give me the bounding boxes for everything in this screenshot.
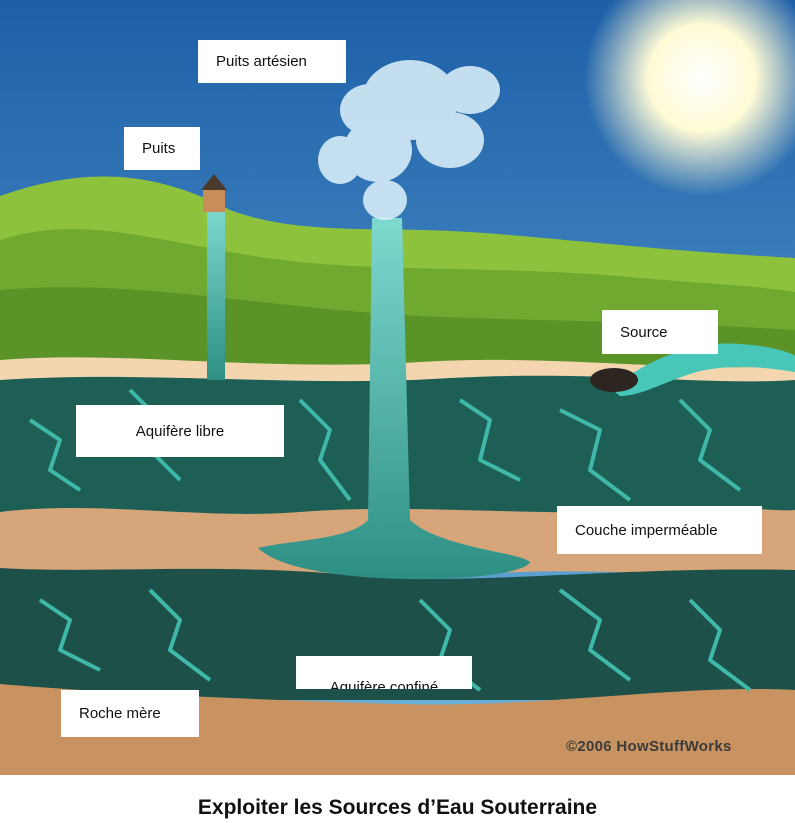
fountain-spray bbox=[318, 60, 500, 220]
groundwater-diagram bbox=[0, 0, 795, 775]
label-aquifere-confine: Aquifère confiné bbox=[296, 656, 472, 689]
label-aquifere-confine-text: Aquifère confiné bbox=[329, 679, 439, 689]
spring-rocks bbox=[590, 368, 638, 392]
well-housing bbox=[203, 188, 225, 212]
label-couche-impermeable: Couche imperméable bbox=[557, 506, 762, 554]
well-shaft bbox=[207, 208, 225, 380]
label-aquifere-libre: Aquifère libre bbox=[76, 405, 284, 457]
label-puits-artesien: Puits artésien bbox=[198, 40, 346, 83]
artesian-shaft bbox=[258, 218, 530, 580]
label-roche-mere: Roche mère bbox=[61, 690, 199, 737]
label-source: Source bbox=[602, 310, 718, 354]
aquifer-confined bbox=[0, 568, 795, 700]
sun bbox=[584, 0, 795, 196]
copyright-text: ©2006 HowStuffWorks bbox=[566, 738, 732, 755]
label-puits: Puits bbox=[124, 127, 200, 170]
well-roof bbox=[201, 174, 227, 190]
spring-stream bbox=[610, 343, 795, 396]
figure-caption: Exploiter les Sources d’Eau Souterraine bbox=[197, 796, 598, 819]
